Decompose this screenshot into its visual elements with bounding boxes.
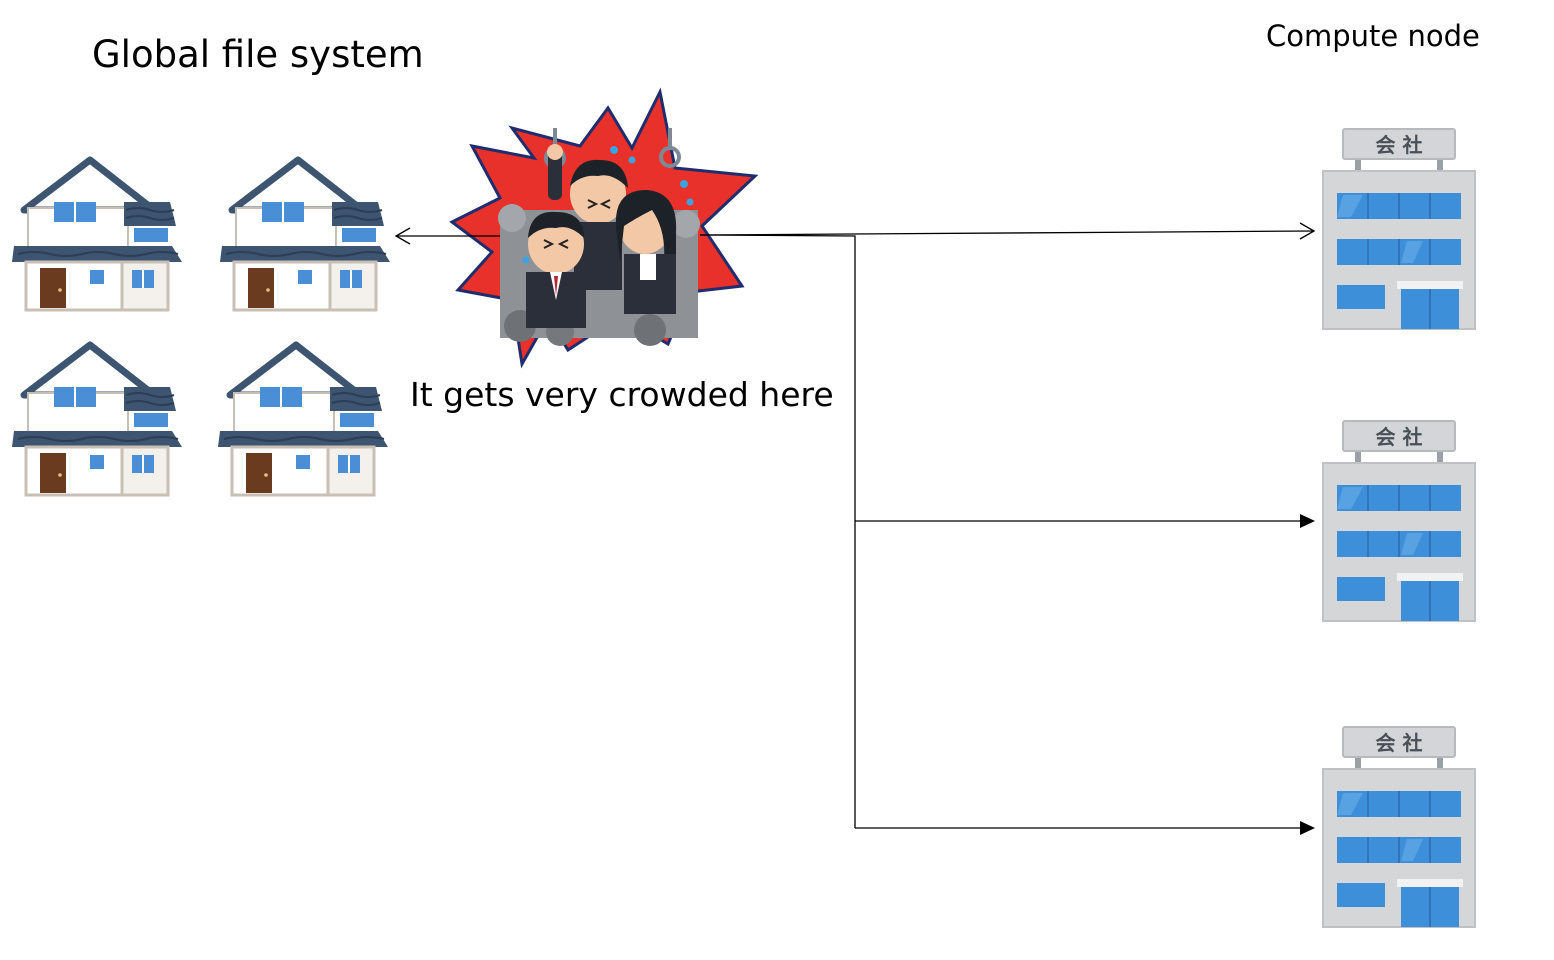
arrow-to-houses [394,227,500,245]
building-sign: 会 社 [1376,731,1423,755]
arrow-to-compute-node-1 [699,222,1316,240]
arrow-to-compute-node-3 [855,821,1315,835]
compute-node-title: Compute node [1266,19,1480,53]
building-sign: 会 社 [1376,133,1423,157]
crowded-train-icon [449,87,759,369]
house-icon [12,160,182,310]
arrow-to-compute-node-2 [855,514,1315,528]
crowded-caption: It gets very crowded here [410,375,834,414]
global-file-system-title: Global file system [92,33,424,76]
house-icon [12,345,182,495]
house-icon [218,345,388,495]
office-building-icon [1322,128,1476,330]
branch-line [699,234,856,828]
office-building-icon [1322,420,1476,622]
house-icon [220,160,390,310]
office-building-icon [1322,726,1476,928]
building-sign: 会 社 [1376,425,1423,449]
